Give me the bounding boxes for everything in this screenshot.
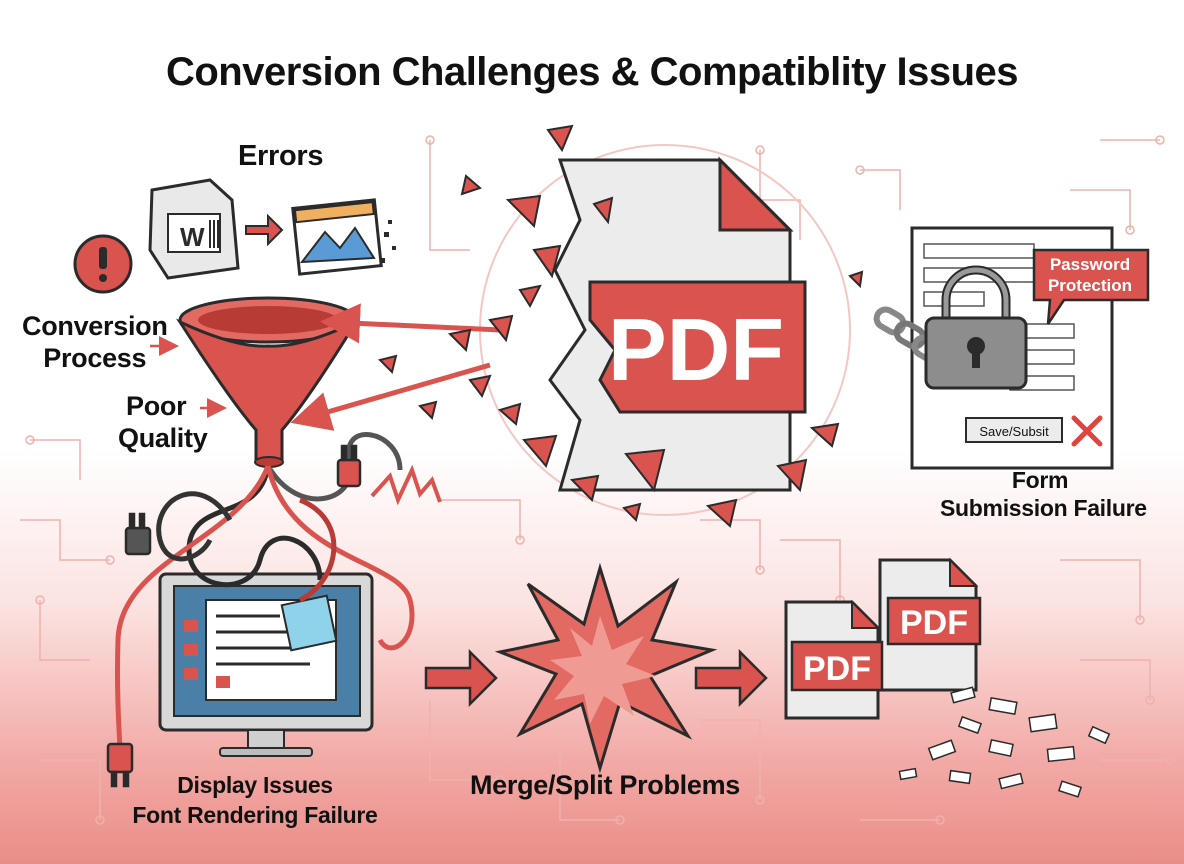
save-submit-label: Save/Subsit [979, 424, 1049, 439]
word-letter: W [180, 222, 205, 252]
pdf-document-icon: PDF [548, 156, 807, 492]
form-submission-failure-label: Form Submission Failure [940, 466, 1147, 522]
conversion-process-line2: Process [43, 343, 147, 373]
funnel-icon [175, 296, 360, 468]
password-callout-line2: Protection [1048, 276, 1132, 295]
conversion-process-label: Conversion Process [22, 310, 168, 374]
save-submit-button[interactable]: Save/Subsit [965, 417, 1063, 443]
explosion-burst-icon [494, 562, 718, 774]
padlock-icon [924, 265, 1028, 390]
poor-quality-line2: Quality [118, 423, 208, 453]
page-title: Conversion Challenges & Compatiblity Iss… [165, 50, 1019, 94]
conversion-process-line1: Conversion [22, 311, 168, 341]
arrow-to-funnel-top [320, 303, 501, 344]
pdf-document-icon: PDF [784, 599, 884, 720]
pdf-document-icon: PDF [878, 557, 982, 692]
merge-split-problems-label: Merge/Split Problems [469, 770, 741, 800]
scattered-fragments [898, 686, 1111, 798]
exclamation-icon [73, 234, 133, 294]
arrow-right-icon [245, 213, 284, 247]
word-document-icon: W [148, 178, 240, 280]
errors-label: Errors [238, 140, 324, 172]
password-callout-line1: Password [1050, 255, 1130, 274]
monitor-icon [158, 572, 374, 757]
image-file-icon [291, 198, 396, 276]
poor-quality-label: Poor Quality [118, 390, 208, 454]
form-label-line2: Submission Failure [940, 495, 1147, 521]
pdf-shards [378, 124, 864, 528]
form-label-line1: Form [1011, 467, 1069, 493]
small-pdf-label-1: PDF [803, 650, 871, 688]
display-issues-line2: Font Rendering Failure [132, 802, 378, 828]
display-issues-label: Display Issues Font Rendering Failure [120, 770, 390, 830]
central-pdf-label: PDF [608, 300, 784, 399]
display-issues-line1: Display Issues [177, 772, 333, 798]
power-plug-icon [106, 444, 362, 788]
password-callout: Password Protection [1032, 248, 1150, 325]
arrow-right-icon [424, 648, 498, 708]
circuit-traces [20, 135, 1175, 825]
glitch-zigzag [370, 464, 442, 506]
arrow-right-icon [694, 648, 768, 708]
small-pdf-label-2: PDF [900, 604, 968, 642]
arrow-to-funnel-bottom [290, 362, 491, 431]
poor-quality-line1: Poor [126, 391, 187, 421]
close-x-icon [1071, 415, 1103, 447]
